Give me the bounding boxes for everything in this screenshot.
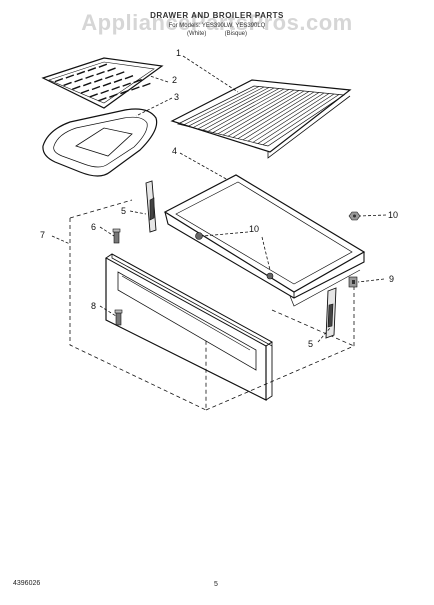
document-number: 4396026 [13,580,41,587]
leader-lines [51,55,387,343]
grid-slot [100,89,109,95]
page-number: 5 [214,581,218,588]
rack-wire [237,91,315,139]
grid-slot [89,93,98,98]
drawer-slide-right [325,287,337,339]
rack-wire [252,93,330,143]
oven-rack [170,79,352,159]
grid-slot [116,71,125,76]
screw-10-right [348,211,361,221]
drawer-slide-left [145,180,157,233]
grid-slot [96,70,105,76]
screw-10-drawer [195,232,203,240]
watermark: AppliancePartsPros.com [81,10,353,35]
grid-slot [63,81,72,87]
grid-slot [65,74,75,79]
rack-wire [222,90,300,136]
grid-slot [98,63,108,68]
callout-2: 2 [172,75,177,85]
screw-10-lower [266,272,274,280]
grid-slot [111,86,120,91]
rack-wire [212,89,290,133]
broiler-pan [42,108,158,177]
color-line: (White) (Bisque) [186,31,247,37]
grid-slot [122,82,131,87]
grid-slot [131,86,140,91]
rack-wire [187,86,265,127]
callout-1: 1 [176,48,181,58]
callout-labels: 1 2 3 4 5 6 7 8 9 10 10 10 5 [40,48,398,349]
grid-slot [91,85,101,91]
grid-slot [76,70,86,76]
grid-slot [133,78,142,84]
grid-slot [105,74,114,80]
rack-wire [192,87,270,128]
grid-slot [54,77,64,83]
rack-wire [247,92,325,142]
callout-10-middle: 10 [249,224,259,234]
grid-slot [83,82,92,87]
grid-slot [109,93,118,98]
grid-slot [94,78,103,83]
grid-slot [98,97,107,102]
grid-slot [142,82,151,88]
rack-wire [182,86,260,126]
grid-slot [102,82,112,87]
rack-wire [202,88,280,131]
grid-slot [87,67,97,72]
callout-7: 7 [40,230,45,240]
clip-9 [348,276,358,288]
callout-4: 4 [172,146,177,156]
grid-slot [80,89,90,94]
grid-slot [124,75,134,80]
callout-9: 9 [389,274,394,284]
grid-slot [74,78,83,83]
grid-slot [85,74,94,79]
rack-wire [197,87,275,130]
callout-5-top: 5 [121,206,126,216]
callout-5-bottom: 5 [308,339,313,349]
stud-8 [114,309,123,326]
drawer-front-panel [105,253,273,401]
model-line: For Models: YES390LW, YES390LQ [168,23,266,29]
callout-3: 3 [174,92,179,102]
callout-8: 8 [91,301,96,311]
page-title: DRAWER AND BROILER PARTS [150,11,284,20]
stud-6 [112,228,121,244]
rack-wire [232,91,310,138]
broiler-grid [41,57,164,109]
rack-wire [257,93,335,144]
assembly-dashed-outline [69,199,355,411]
grid-slot [113,78,123,83]
callout-10-right: 10 [388,210,398,220]
rack-wire [227,90,305,137]
grid-slot [72,85,81,90]
grid-slot [107,67,116,72]
grid-slot [120,89,129,95]
rack-wire [242,92,320,141]
drawer-body [163,174,366,307]
rack-wire [262,94,340,146]
callout-6: 6 [91,222,96,232]
rack-wire [207,88,285,132]
rack-wire [217,89,295,135]
